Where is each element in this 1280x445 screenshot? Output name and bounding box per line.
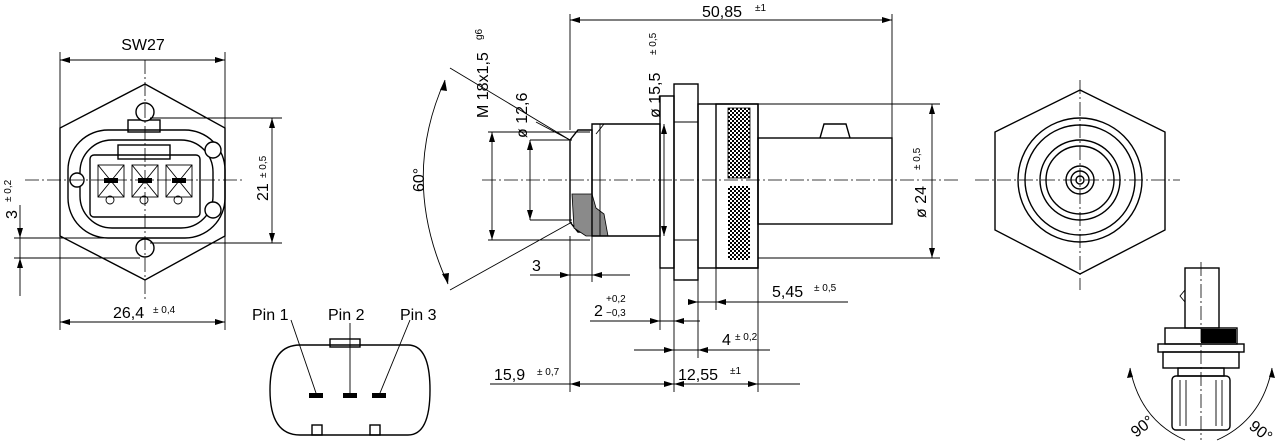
dimension-545 <box>688 268 848 310</box>
thread-tolerance: g6 <box>474 28 485 40</box>
connector-pinout <box>269 319 431 436</box>
dimension-159-1255 <box>490 268 800 392</box>
dimension-2-label: 2 <box>594 303 603 320</box>
dimension-2-tol-lower: −0,3 <box>606 308 626 319</box>
total-length-value: 50,85 <box>702 4 742 21</box>
dimension-545-tolerance: ± 0,5 <box>814 283 837 294</box>
dimension-width <box>59 236 226 330</box>
pin-2-label: Pin 2 <box>328 307 365 324</box>
dimension-4-tolerance: ± 0,2 <box>735 332 758 343</box>
offset-tolerance: ± 0,2 <box>3 179 14 202</box>
height-value: 21 <box>255 183 272 201</box>
diameter-mid-tolerance: ± 0,5 <box>648 32 659 55</box>
dimension-159-label: 15,9 <box>494 367 525 384</box>
dimension-1255-label: 12,55 <box>678 367 718 384</box>
wrench-size-label: SW27 <box>121 37 165 54</box>
end-view <box>975 80 1180 290</box>
dimension-4 <box>634 310 770 358</box>
dimension-3-label: 3 <box>532 258 541 275</box>
dimension-height <box>150 117 282 244</box>
diameter-large-label: ø 24 <box>913 186 930 218</box>
thread-label: M 18x1,5 <box>475 52 492 118</box>
dimension-4-label: 4 <box>722 332 731 349</box>
side-view-body <box>482 83 960 281</box>
diameter-mid-label: ø 15,5 <box>647 73 664 118</box>
angle-90-right-label: 90° <box>1246 418 1276 445</box>
dimension-total-length <box>569 14 893 138</box>
dimension-diameter-large <box>758 103 940 259</box>
pin-1-label: Pin 1 <box>252 307 289 324</box>
angle-60 <box>422 67 573 291</box>
diameter-large-tolerance: ± 0,5 <box>912 147 923 170</box>
dimension-3 <box>530 236 630 282</box>
dimension-2 <box>590 268 700 330</box>
width-tolerance: ± 0,4 <box>153 305 176 316</box>
dimension-offset <box>14 205 140 296</box>
dimension-diameter-mid <box>661 124 667 236</box>
dimension-2-tol-upper: +0,2 <box>606 294 626 305</box>
dimension-545-label: 5,45 <box>772 284 803 301</box>
width-value: 26,4 <box>113 305 144 322</box>
dimension-1255-tolerance: ±1 <box>730 366 741 377</box>
angle-60-label: 60° <box>411 168 428 192</box>
offset-value: 3 <box>4 210 21 219</box>
total-length-tolerance: ±1 <box>755 3 766 14</box>
pin-3-label: Pin 3 <box>400 307 437 324</box>
small-side-view <box>1127 262 1275 441</box>
front-view-hex <box>25 60 245 300</box>
diameter-small-label: ø 12,6 <box>514 93 531 138</box>
dimension-159-tolerance: ± 0,7 <box>537 367 560 378</box>
dimension-sw27 <box>59 52 226 128</box>
height-tolerance: ± 0,5 <box>258 155 269 178</box>
